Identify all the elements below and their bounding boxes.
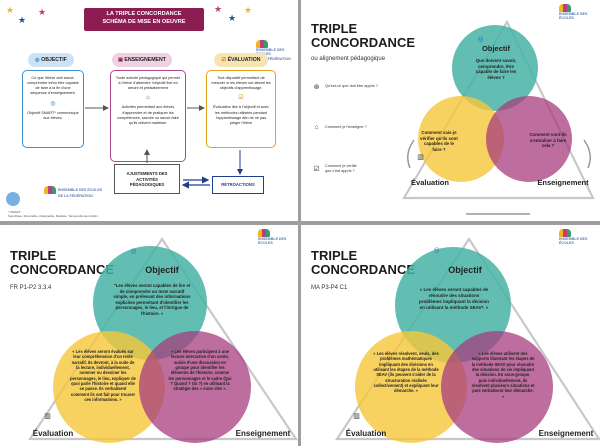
slide-subtitle: FR P1-P2 3.3.4 — [10, 285, 52, 291]
star-icon: ★ — [244, 5, 253, 15]
box-ajustements: AJUSTEMENTS DES ACTIVITÉS PÉDAGOGIQUES — [114, 164, 180, 194]
venn-diagram — [27, 237, 298, 443]
venn-diagram — [402, 19, 595, 215]
target-icon: ◎ — [433, 247, 440, 254]
text-evaluation: Comment vais-je vérifier qu'ils sont cap… — [420, 130, 458, 153]
chart-icon: ▥ — [44, 413, 51, 420]
target-icon: ◎ — [477, 36, 484, 43]
slide-subtitle: MA P3-P4 C1 — [311, 285, 348, 291]
title-line: LA TRIPLE CONCORDANCE — [106, 11, 182, 17]
target-icon: ◎ — [130, 248, 137, 255]
text-objectif: « Les élèves seront capables de résoudre… — [419, 287, 490, 310]
legend-enseignement: Comment je l'enseigne ? — [325, 125, 367, 129]
star-icon: ★ — [214, 4, 223, 14]
enseignement-definition: Toute activité pédagogique qui permet à … — [115, 76, 181, 91]
chart-icon: ▥ — [417, 154, 424, 161]
chart-icon: ▥ — [353, 413, 360, 420]
star-icon: ★ — [38, 7, 47, 17]
label-evaluation: Évaluation — [411, 178, 449, 187]
label-enseignement: Enseignement — [537, 178, 589, 187]
circle-evaluation — [418, 96, 504, 182]
label-objectif: Objectif — [448, 265, 482, 275]
label-objectif: Objectif — [145, 265, 179, 275]
schema-arrows — [85, 105, 243, 189]
label-enseignement: Enseignement — [235, 429, 291, 438]
federation-logo: ENSEMBLE DES ÉCOLES — [559, 4, 599, 21]
circle-evaluation — [53, 331, 165, 443]
schema-title: LA TRIPLE CONCORDANCE SCHÉMA DE MISE EN … — [84, 8, 204, 31]
text-enseignement: « Les élèves participent à une lecture i… — [168, 349, 232, 392]
text-objectif: "Les élèves seront capables de lire et d… — [113, 283, 191, 316]
label-objectif: Objectif — [482, 44, 510, 53]
federation-logo: ENSEMBLE DES ÉCOLES — [258, 229, 298, 246]
slide-schema-mise-en-oeuvre[interactable]: ★ ★ ★ ★ ★ ★ LA TRIPLE CONCORDANCE SCHÉMA… — [0, 0, 298, 221]
star-icon: ★ — [228, 13, 237, 23]
circle-enseignement — [486, 96, 572, 182]
label-enseignement: Enseignement — [538, 429, 594, 438]
teaching-icon: ⌂ — [146, 95, 150, 102]
text-enseignement: « Les élèves utilisent des supports illu… — [471, 351, 535, 399]
cycle-arrow — [407, 139, 415, 169]
venn-diagram — [334, 236, 600, 443]
text-evaluation: « Les élèves seront évalués sur leur com… — [70, 349, 136, 402]
evaluation-liee: Évaluation liée à l'objectif et avec les… — [213, 105, 269, 125]
teaching-icon: ⌂ — [314, 124, 319, 131]
footnote: * SMART : Spécifique, Mesurable, Atteign… — [8, 210, 98, 218]
circle-enseignement — [139, 331, 251, 443]
legend-evaluation: Comment je vérifie que c'est appris ? — [325, 164, 357, 173]
star-icon: ★ — [6, 5, 15, 15]
label-evaluation: Évaluation — [32, 429, 74, 438]
box-objectif: Ce que l'élève doit savoir, comprendre e… — [22, 70, 84, 148]
star-icon: ★ — [18, 15, 27, 25]
circle-evaluation — [355, 331, 467, 443]
target-icon: ◎ — [50, 100, 56, 107]
circle-enseignement — [441, 331, 553, 443]
legend-objectif: Qu'est-ce que doit être appris ? — [325, 84, 378, 88]
checklist-icon: ☑ — [313, 166, 320, 173]
pill-enseignement: ▣ ENSEIGNEMENT — [112, 53, 172, 67]
text-objectif: Que doivent savoir, comprendre, être cap… — [475, 58, 517, 81]
slide-subtitle: ou alignement pédagogique — [311, 56, 386, 62]
objectif-definition: Ce que l'élève doit savoir, comprendre e… — [27, 76, 79, 96]
label-evaluation: Évaluation — [345, 429, 387, 438]
text-evaluation: « Les élèves résolvent, seuls, des probl… — [373, 351, 439, 394]
mascot-icon — [6, 192, 20, 206]
box-enseignement: Toute activité pédagogique qui permet à … — [110, 70, 186, 162]
question-icon: ⊛ — [313, 84, 320, 91]
circle-objectif — [452, 25, 538, 111]
text-enseignement: Comment vont-ils s'entraîner à faire cel… — [529, 132, 567, 149]
title-line: SCHÉMA DE MISE EN OEUVRE — [102, 18, 186, 25]
box-evaluation: Tout dispositif permettant de mesurer si… — [206, 70, 276, 148]
box-retroactions: RÉTROACTIONS — [212, 176, 264, 194]
federation-logo: ENSEMBLE DES ÉCOLES — [559, 229, 599, 246]
pill-objectif: ◎ OBJECTIF — [28, 53, 74, 67]
circle-objectif — [93, 246, 207, 360]
objectif-smart: Objectif SMART* communiqué aux élèves. — [27, 110, 79, 120]
checklist-icon: ☑ — [238, 95, 244, 102]
evaluation-definition: Tout dispositif permettant de mesurer si… — [211, 76, 271, 91]
pill-evaluation: ☑ ÉVALUATION — [214, 53, 268, 67]
cycle-arrow — [583, 139, 591, 169]
enseignement-activites: Activités permettant aux élèves d'appren… — [117, 105, 179, 125]
